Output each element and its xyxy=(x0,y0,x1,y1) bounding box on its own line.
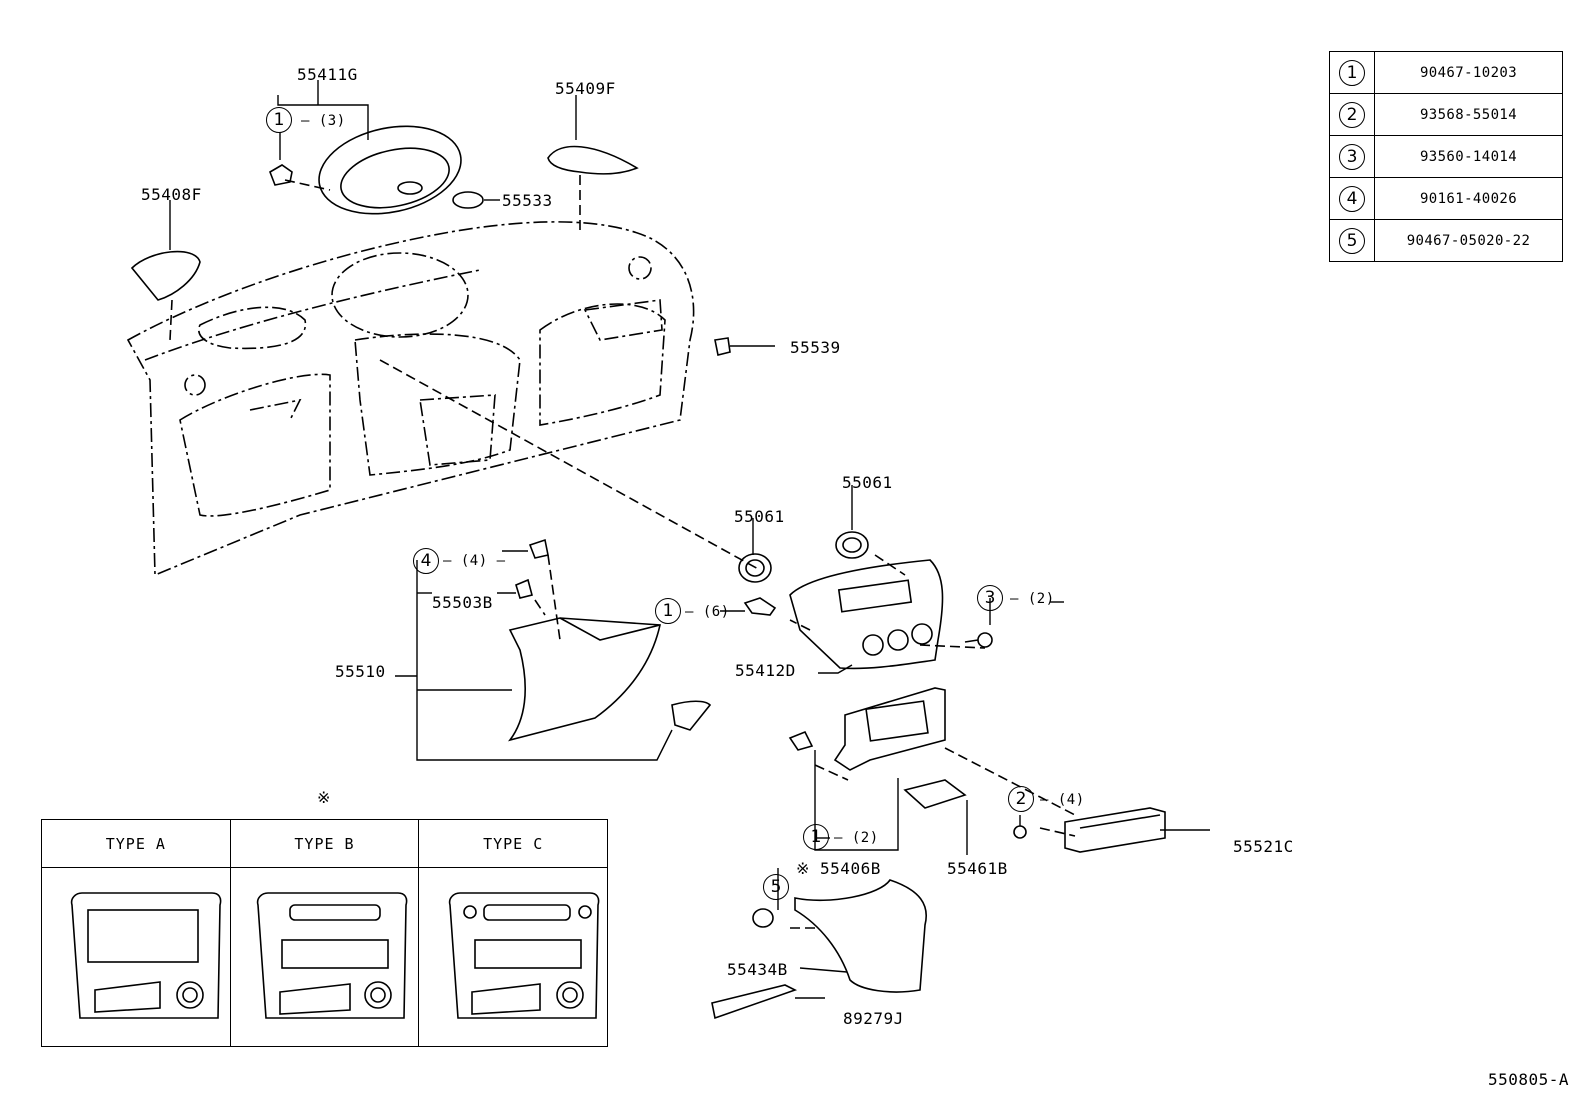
legend-num-cell: 3 xyxy=(1329,135,1375,178)
register-vent-part xyxy=(738,531,869,583)
legend-num-cell: 1 xyxy=(1329,51,1375,94)
part-label-55061-right: 55061 xyxy=(842,473,893,492)
instrument-panel xyxy=(126,221,695,577)
type-marker: ※ xyxy=(317,788,331,807)
part-label-55461B: 55461B xyxy=(947,859,1008,878)
type-header-b: TYPE B xyxy=(229,819,420,868)
callout-qty-value: (4) xyxy=(460,553,488,569)
callout-circle: 5 xyxy=(763,874,789,900)
callout-circle: 2 xyxy=(1008,786,1034,812)
legend-row: 1 90467-10203 xyxy=(1329,51,1563,94)
strip-89279J-part xyxy=(711,984,798,1020)
legend-part-number: 93560-14014 xyxy=(1374,135,1563,178)
part-label-55521C: 55521C xyxy=(1233,837,1294,856)
type-b-cell xyxy=(229,867,420,1047)
part-label-55434B: 55434B xyxy=(727,960,788,979)
legend-part-number: 93568-55014 xyxy=(1374,93,1563,136)
type-header-row: TYPE A TYPE B TYPE C xyxy=(41,819,608,868)
legend-num-cell: 5 xyxy=(1329,219,1375,262)
legend-circle: 3 xyxy=(1339,143,1365,170)
part-label-89279J: 89279J xyxy=(843,1009,904,1028)
legend-num-cell: 4 xyxy=(1329,177,1375,220)
part-label-55412D: 55412D xyxy=(735,661,796,680)
callout-circle: 4 xyxy=(413,548,439,574)
legend-row: 3 93560-14014 xyxy=(1329,135,1563,178)
part-label-55408F: 55408F xyxy=(141,185,202,204)
legend-row: 5 90467-05020-22 xyxy=(1329,219,1563,262)
part-label-55406B: ※ 55406B xyxy=(796,859,881,878)
part-label-55061-left: 55061 xyxy=(734,507,785,526)
legend-part-number: 90467-05020-22 xyxy=(1374,219,1563,262)
callout-circle: 1 xyxy=(655,598,681,624)
part-label-55539: 55539 xyxy=(790,338,841,357)
type-a-cell xyxy=(41,867,231,1047)
legend-row: 4 90161-40026 xyxy=(1329,177,1563,220)
legend-num-cell: 2 xyxy=(1329,93,1375,136)
glove-box-part xyxy=(507,538,712,742)
legend-circle: 5 xyxy=(1339,227,1365,254)
part-label-55503B: 55503B xyxy=(432,593,493,612)
side-cover-55408F-part xyxy=(130,250,201,301)
type-image-row xyxy=(41,867,608,1047)
meter-hood-part xyxy=(269,125,462,215)
callout-qty: – (3) xyxy=(301,113,346,129)
screw-part xyxy=(964,632,993,648)
callout-circle: 3 xyxy=(977,585,1003,611)
tray-55461B-part xyxy=(903,779,967,809)
part-label-55411G: 55411G xyxy=(297,65,358,84)
callout-qty-value: (6) xyxy=(702,604,730,620)
callout-qty: – (2) xyxy=(1010,591,1055,607)
legend-circle: 2 xyxy=(1339,101,1365,128)
part-label-55533: 55533 xyxy=(502,191,553,210)
part-label-55510: 55510 xyxy=(335,662,386,681)
type-header-c: TYPE C xyxy=(418,819,608,868)
legend-part-number: 90467-10203 xyxy=(1374,51,1563,94)
legend-circle: 1 xyxy=(1339,59,1365,86)
callout-qty-value: (2) xyxy=(1027,591,1055,607)
cover-55409F-part xyxy=(547,145,639,175)
callout-qty: – (2) xyxy=(834,830,879,846)
legend-row: 2 93568-55014 xyxy=(1329,93,1563,136)
legend-circle: 4 xyxy=(1339,185,1365,212)
callout-qty-value: (3) xyxy=(318,113,346,129)
callout-qty-value: (4) xyxy=(1057,792,1085,808)
leader-lines xyxy=(169,175,1076,929)
pocket-55521C-part xyxy=(1013,807,1210,853)
callout-qty: – (4) xyxy=(1040,792,1085,808)
callout-qty: – (6) xyxy=(685,604,730,620)
legend-part-number: 90161-40026 xyxy=(1374,177,1563,220)
fastener-legend-table: 1 90467-10203 2 93568-55014 3 93560-1401… xyxy=(1329,51,1563,262)
part-label-55409F: 55409F xyxy=(555,79,616,98)
type-header-a: TYPE A xyxy=(41,819,231,868)
clip-55539-part xyxy=(714,337,731,356)
type-variants-table: TYPE A TYPE B TYPE C xyxy=(41,819,608,1047)
bezel-55406B-part xyxy=(788,687,946,771)
cover-55434B-part xyxy=(752,879,927,993)
figure-code: 550805-A xyxy=(1488,1070,1570,1089)
type-c-cell xyxy=(418,867,608,1047)
callout-circle: 1 xyxy=(266,107,292,133)
cluster-panel-part xyxy=(743,559,944,670)
callout-qty: – (4) – xyxy=(443,553,506,569)
callout-qty-value: (2) xyxy=(851,830,879,846)
clip-55533-part xyxy=(452,191,484,209)
callout-circle: 1 xyxy=(803,824,829,850)
